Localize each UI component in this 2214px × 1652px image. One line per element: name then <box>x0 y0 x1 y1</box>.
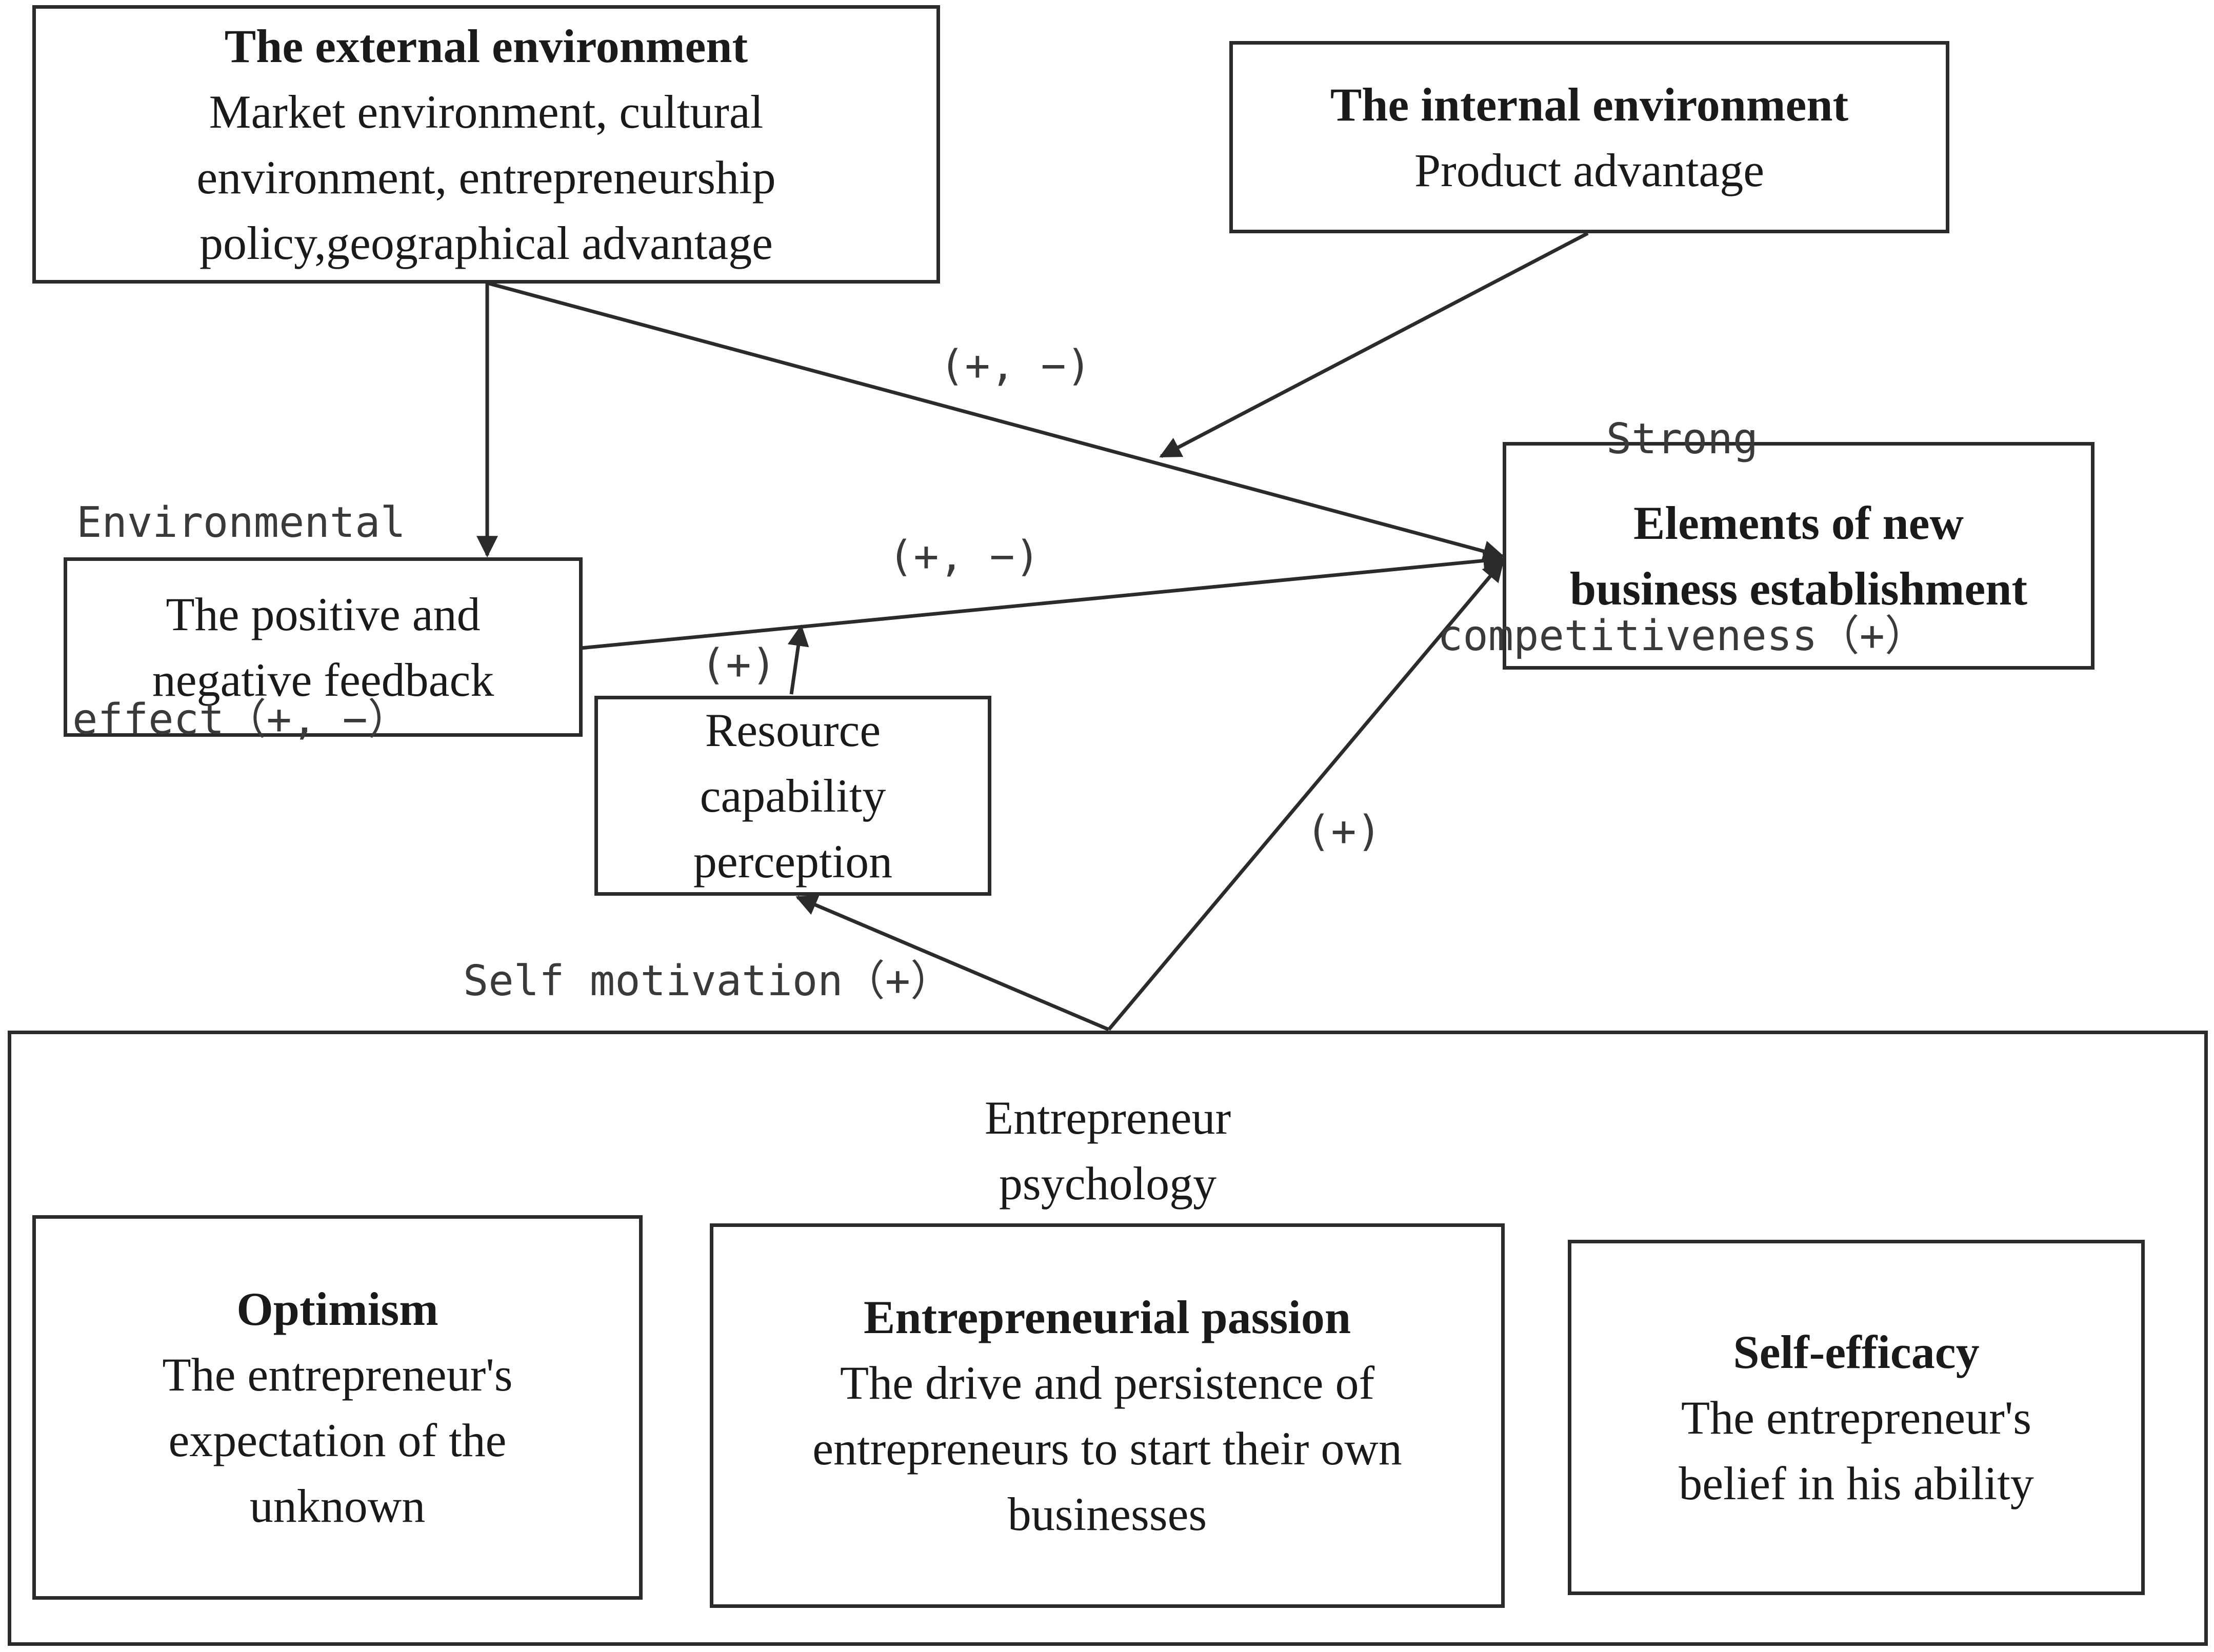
edge-label-feedback-to-elements: (+, −) <box>888 532 1041 581</box>
node-internal-environment-title: The internal environment <box>1330 78 1849 131</box>
node-entrepreneurial-passion: Entrepreneurial passion The drive and pe… <box>710 1223 1505 1608</box>
node-feedback-line: negative feedback <box>152 654 494 706</box>
node-feedback: The positive and negative feedback <box>64 557 583 737</box>
node-optimism-title: Optimism <box>236 1283 438 1335</box>
node-external-environment-line: Market environment, cultural <box>209 85 764 138</box>
node-self-efficacy-title: Self-efficacy <box>1733 1325 1980 1378</box>
psychology-label-line: Entrepreneur <box>984 1092 1231 1144</box>
node-optimism: Optimism The entrepreneur's expectation … <box>32 1215 643 1600</box>
edge-label-line: effect（+, −） <box>72 695 410 744</box>
arrow-resource-to-link <box>787 624 809 695</box>
arrow-feedback-to-elements <box>581 550 1505 650</box>
arrow-psychology-to-elements <box>1107 559 1504 1031</box>
node-feedback-line: The positive and <box>166 588 481 640</box>
node-optimism-line: unknown <box>249 1480 426 1532</box>
edge-label-line: competitiveness（+） <box>1438 612 1927 660</box>
node-passion-title: Entrepreneurial passion <box>864 1291 1351 1343</box>
arrow-internal-to-link <box>1159 231 1589 458</box>
edge-label-self-motivation: Self motivation（+） <box>463 957 952 1005</box>
node-passion-line: entrepreneurs to start their own <box>812 1422 1402 1475</box>
node-internal-environment: The internal environment Product advanta… <box>1229 41 1949 233</box>
node-elements-line: Elements of new <box>1633 497 1964 549</box>
psychology-label-line: psychology <box>999 1157 1217 1210</box>
node-passion-line: The drive and persistence of <box>840 1357 1375 1409</box>
node-external-environment: The external environment Market environm… <box>32 5 940 284</box>
node-resource-capability-line: capability <box>700 770 886 822</box>
node-external-environment-line: policy,geographical advantage <box>200 216 773 269</box>
edge-label-resource-plus: (+) <box>700 640 777 689</box>
node-passion-line: businesses <box>1007 1488 1207 1540</box>
edge-label-environmental-effect: Environmental effect（+, −） <box>62 359 421 884</box>
node-self-efficacy: Self-efficacy The entrepreneur's belief … <box>1568 1240 2145 1595</box>
node-optimism-line: The entrepreneur's <box>162 1348 513 1401</box>
node-entrepreneur-psychology <box>8 1031 2208 1646</box>
node-resource-capability: Resource capability perception <box>594 696 991 896</box>
node-external-environment-line: environment, entrepreneurship <box>196 151 776 204</box>
edge-label-line: Environmental <box>76 498 406 547</box>
node-optimism-line: expectation of the <box>168 1414 507 1466</box>
node-self-efficacy-line: belief in his ability <box>1679 1457 2034 1509</box>
node-self-efficacy-line: The entrepreneur's <box>1681 1391 2032 1444</box>
node-resource-capability-line: Resource <box>705 704 881 756</box>
node-elements-new-business: Elements of new business establishment <box>1503 442 2095 670</box>
node-elements-line: business establishment <box>1569 562 2028 615</box>
edge-label-strong-competitiveness: Strong competitiveness（+） <box>1426 275 1939 800</box>
node-internal-environment-line: Product advantage <box>1414 144 1765 196</box>
node-external-environment-title: The external environment <box>224 19 748 72</box>
edge-label-line: Strong <box>1606 415 1759 464</box>
edge-label-external-to-elements: (+, −) <box>939 341 1092 390</box>
node-resource-capability-line: perception <box>693 835 893 888</box>
edge-label-psychology-plus: (+) <box>1305 807 1382 856</box>
arrow-psychology-to-resource <box>795 895 1110 1032</box>
arrow-external-to-elements <box>487 281 1505 562</box>
node-entrepreneur-psychology-label: Entrepreneur psychology <box>851 1085 1364 1216</box>
